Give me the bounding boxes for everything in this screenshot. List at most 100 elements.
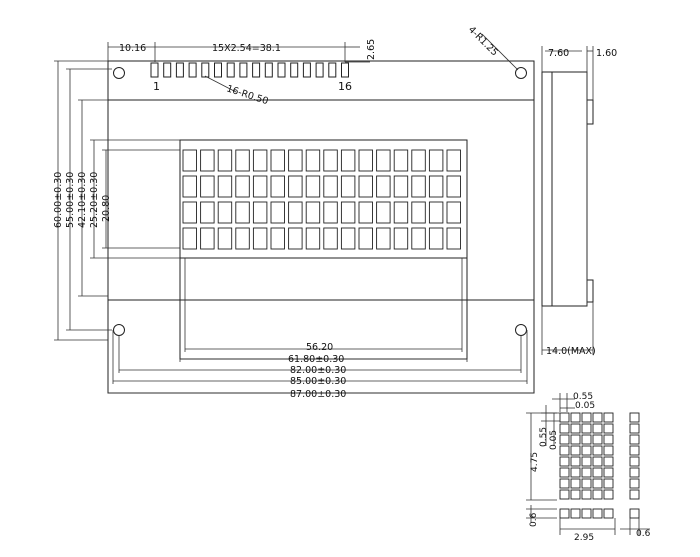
character-cell (288, 201, 303, 224)
dot-cell (559, 489, 570, 500)
dot-cell (629, 489, 640, 500)
pin-pad (226, 62, 235, 78)
character-cell (376, 175, 391, 198)
dot-cell (603, 508, 614, 519)
character-cell (252, 227, 268, 250)
mounting-hole (113, 324, 125, 336)
character-cell (411, 201, 426, 224)
character-cell (305, 175, 321, 198)
character-grid (182, 149, 461, 250)
dot-cell (603, 434, 614, 445)
character-cell (200, 149, 215, 172)
detail-bottom-left-label: 0.6 (529, 512, 539, 527)
pin-pad (315, 62, 324, 78)
dot-cell (592, 489, 603, 500)
character-cell (305, 149, 321, 172)
viewing-area (179, 139, 468, 360)
height-label-60: 60.00±0.30 (53, 172, 64, 228)
pin-pad (302, 62, 311, 78)
pin-pad (290, 62, 299, 78)
dot-cell (570, 423, 581, 434)
character-cell (235, 201, 250, 224)
dot-cell (592, 508, 603, 519)
character-cell (393, 149, 409, 172)
character-cell (446, 201, 461, 224)
dot-cell (592, 412, 603, 423)
dot-cell (559, 508, 570, 519)
dot-cell (603, 445, 614, 456)
height-label-42: 42.10±0.30 (77, 172, 88, 228)
character-cell (393, 175, 409, 198)
character-cell (358, 149, 373, 172)
height-label-20: 20.80 (101, 195, 112, 222)
dot-cell (570, 456, 581, 467)
dot-cell (629, 423, 640, 434)
detail-width-label: 2.95 (574, 533, 594, 543)
dot-cell (559, 456, 570, 467)
pin-pad (328, 62, 337, 78)
side-view: 7.60 1.60 14.0(MAX) (541, 46, 617, 357)
character-cell (252, 149, 268, 172)
character-cell (340, 201, 356, 224)
character-cell (305, 201, 321, 224)
character-cell (411, 227, 426, 250)
dot-cell (603, 456, 614, 467)
dot-cell (581, 445, 592, 456)
character-cell (200, 227, 215, 250)
height-label-55: 55.00±0.30 (65, 172, 76, 228)
character-cell (270, 201, 285, 224)
side-pin-label: 1.60 (596, 48, 617, 59)
character-cell (428, 201, 444, 224)
character-cell (182, 149, 197, 172)
dot-cell (559, 478, 570, 489)
dot-matrix-row (559, 508, 614, 519)
side-width-label: 7.60 (548, 48, 569, 59)
dot-cell (581, 412, 592, 423)
dot-cell (559, 423, 570, 434)
width-label-85: 85.00±0.30 (290, 376, 346, 387)
dot-cell (559, 434, 570, 445)
dot-cell (570, 508, 581, 519)
character-cell (182, 201, 197, 224)
detail-top-b: 0.05 (575, 401, 595, 411)
dot-cell (570, 434, 581, 445)
character-cell (217, 149, 233, 172)
dot-cell (629, 434, 640, 445)
character-cell (358, 175, 373, 198)
dot-cell (581, 456, 592, 467)
character-cell (235, 149, 250, 172)
character-cell (288, 227, 303, 250)
mounting-hole (515, 324, 527, 336)
dot-cell (592, 478, 603, 489)
dot-cell (629, 445, 640, 456)
pin-last-label: 16 (338, 80, 352, 93)
dot-cell (592, 445, 603, 456)
pin-pad (341, 62, 349, 78)
dot-cell (629, 412, 640, 423)
dot-cell (570, 489, 581, 500)
dot-cell (559, 445, 570, 456)
character-cell (182, 175, 197, 198)
dot-cell (629, 467, 640, 478)
dot-cell (559, 412, 570, 423)
dot-cell (629, 478, 640, 489)
character-cell (411, 149, 426, 172)
character-cell (270, 175, 285, 198)
side-module-body (551, 71, 588, 307)
pad-radius-label: 16-R0.50 (225, 83, 270, 107)
character-cell (288, 149, 303, 172)
character-cell (323, 227, 338, 250)
pin-pad (214, 62, 222, 78)
dot-cell (629, 456, 640, 467)
dot-cell (581, 467, 592, 478)
pin-pad (201, 62, 210, 78)
character-cell (200, 201, 215, 224)
detail-left-a: 0.55 (539, 427, 549, 447)
mounting-holes (113, 67, 527, 336)
dot-cell (603, 478, 614, 489)
character-cell (270, 149, 285, 172)
dot-cell (629, 508, 640, 519)
character-cell (428, 149, 444, 172)
